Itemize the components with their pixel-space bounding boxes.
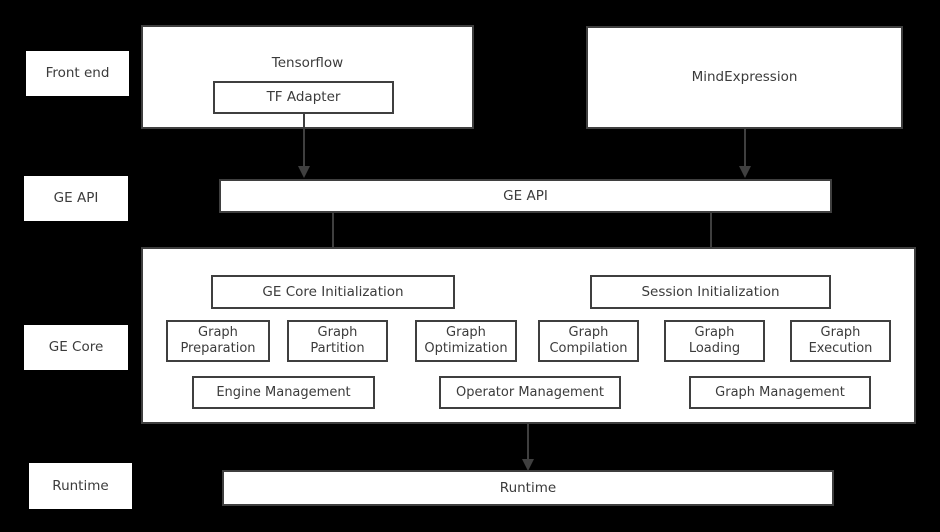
graph-compilation-label: Graph Compilation	[549, 325, 628, 356]
ge-api-bar-label: GE API	[503, 187, 548, 204]
engine-management-box: Engine Management	[192, 376, 375, 409]
graph-loading-label: Graph Loading	[688, 325, 741, 356]
rail-label-ge-core: GE Core	[24, 325, 128, 370]
ge-core-initialization-label: GE Core Initialization	[262, 283, 404, 300]
graph-partition-label: Graph Partition	[310, 325, 365, 356]
graph-optimization-box: Graph Optimization	[415, 320, 517, 362]
runtime-bar-label: Runtime	[499, 479, 557, 496]
tf-adapter-box: TF Adapter	[213, 81, 394, 114]
graph-optimization-label: Graph Optimization	[424, 325, 508, 356]
graph-execution-box: Graph Execution	[790, 320, 891, 362]
graph-preparation-box: Graph Preparation	[166, 320, 270, 362]
graph-management-label: Graph Management	[715, 384, 845, 400]
rail-label-front-end: Front end	[26, 51, 129, 96]
rail-label-runtime-text: Runtime	[52, 477, 109, 494]
session-initialization-label: Session Initialization	[641, 283, 780, 300]
engine-management-label: Engine Management	[216, 384, 351, 400]
arrow-tf-adapter-to-ge-api	[297, 114, 311, 178]
graph-compilation-box: Graph Compilation	[538, 320, 639, 362]
rail-label-ge-api-text: GE API	[53, 190, 99, 207]
rail-label-front-end-text: Front end	[45, 65, 110, 82]
operator-management-label: Operator Management	[456, 384, 604, 400]
session-initialization-box: Session Initialization	[590, 275, 831, 309]
mindexpression-container: MindExpression	[586, 26, 903, 129]
tensorflow-title: Tensorflow	[271, 55, 344, 71]
rail-label-ge-core-text: GE Core	[48, 339, 104, 356]
mindexpression-title: MindExpression	[691, 69, 798, 86]
rail-label-ge-api: GE API	[24, 176, 128, 221]
graph-execution-label: Graph Execution	[808, 325, 873, 356]
graph-preparation-label: Graph Preparation	[180, 325, 256, 356]
arrow-mindexpression-to-ge-api	[738, 129, 752, 178]
ge-core-initialization-box: GE Core Initialization	[211, 275, 455, 309]
graph-management-box: Graph Management	[689, 376, 871, 409]
runtime-bar: Runtime	[222, 470, 834, 506]
arrow-ge-core-to-runtime	[521, 424, 535, 471]
tf-adapter-label: TF Adapter	[266, 89, 341, 106]
operator-management-box: Operator Management	[439, 376, 621, 409]
graph-loading-box: Graph Loading	[664, 320, 765, 362]
rail-label-runtime: Runtime	[29, 463, 132, 509]
graph-partition-box: Graph Partition	[287, 320, 388, 362]
ge-api-bar: GE API	[219, 179, 832, 213]
